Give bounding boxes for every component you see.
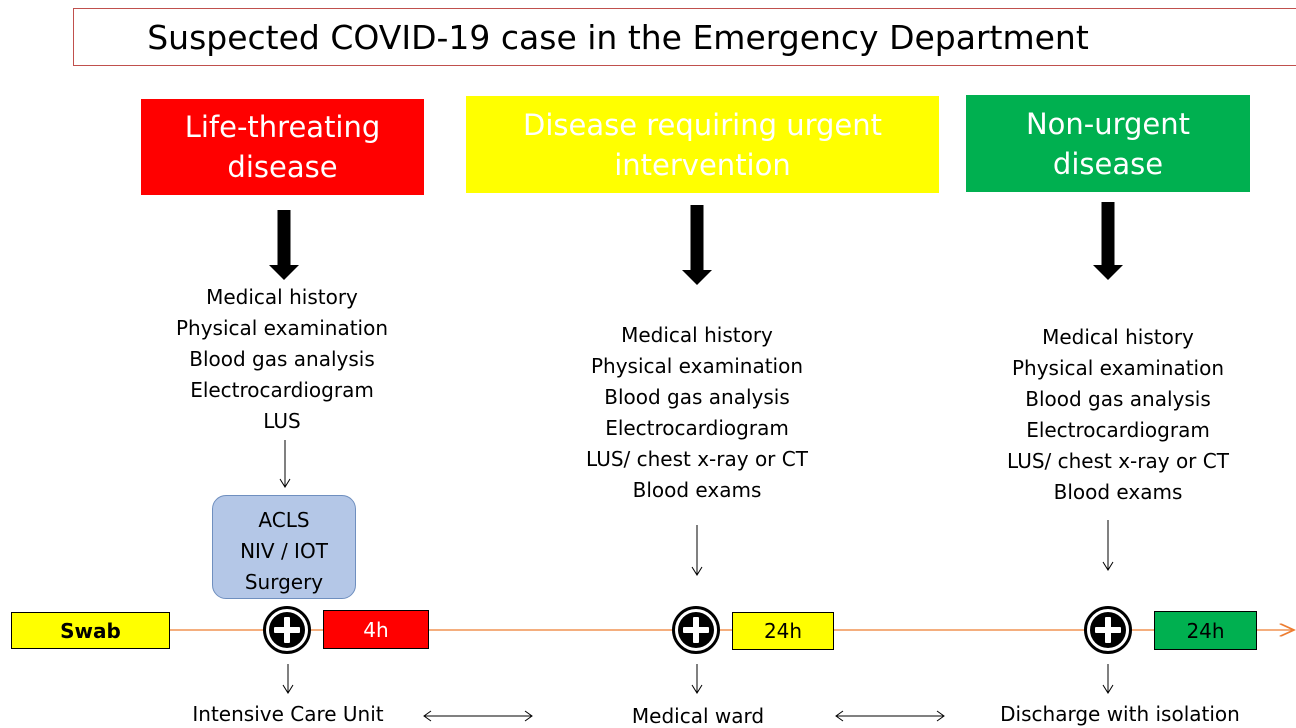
step-item: Physical examination <box>1011 356 1225 380</box>
category-life-threatening: Life-threating disease <box>141 99 424 195</box>
step-item: LUS/ chest x-ray or CT <box>586 447 808 471</box>
time-label: 4h <box>363 617 389 642</box>
step-item: Electrocardiogram <box>605 416 789 440</box>
step-item: Electrocardiogram <box>1026 418 1210 442</box>
thin-arrow-icon <box>1102 520 1114 571</box>
time-label: 24h <box>763 619 803 643</box>
action-item: ACLS <box>258 508 310 532</box>
step-item: Electrocardiogram <box>190 378 374 402</box>
thin-arrow-icon <box>282 664 294 694</box>
category-urgent-intervention: Disease requiring urgent intervention <box>466 96 939 193</box>
thin-arrow-icon <box>279 440 291 488</box>
step-item: Medical history <box>206 285 358 309</box>
outcome-discharge: Discharge with isolation <box>1000 702 1240 726</box>
arrow-down-icon <box>1093 202 1123 280</box>
time-box-24h-urgent: 24h <box>732 612 834 650</box>
steps-list-life-threatening: Medical history Physical examination Blo… <box>142 282 422 437</box>
step-item: Blood exams <box>1053 480 1183 504</box>
diagram-title: Suspected COVID-19 case in the Emergency… <box>147 17 1089 57</box>
swab-label: Swab <box>60 618 121 643</box>
outcome-medical-ward: Medical ward <box>631 704 765 728</box>
step-item: Medical history <box>1042 325 1194 349</box>
double-arrow-icon <box>835 710 945 722</box>
plus-circle-icon <box>1084 606 1132 654</box>
action-item: Surgery <box>244 570 324 594</box>
steps-list-urgent: Medical history Physical examination Blo… <box>547 320 847 506</box>
arrow-down-icon <box>269 210 299 280</box>
thin-arrow-icon <box>691 664 703 694</box>
outcome-icu: Intensive Care Unit <box>192 702 384 726</box>
step-item: Blood gas analysis <box>604 385 790 409</box>
step-item: Blood exams <box>632 478 762 502</box>
thin-arrow-icon <box>1102 664 1114 694</box>
category-non-urgent: Non-urgent disease <box>966 95 1250 192</box>
step-item: Physical examination <box>175 316 389 340</box>
time-box-4h: 4h <box>323 610 429 649</box>
time-label: 24h <box>1186 618 1225 643</box>
time-box-24h-non-urgent: 24h <box>1154 611 1257 650</box>
step-item: Medical history <box>621 323 773 347</box>
thin-arrow-icon <box>691 525 703 576</box>
actions-box: ACLS NIV / IOT Surgery <box>212 495 356 599</box>
step-item: Blood gas analysis <box>1025 387 1211 411</box>
step-item: LUS/ chest x-ray or CT <box>1007 449 1229 473</box>
plus-circle-icon <box>263 606 311 654</box>
step-item: Physical examination <box>590 354 804 378</box>
arrow-down-icon <box>682 205 712 285</box>
step-item: LUS <box>263 409 301 433</box>
steps-list-non-urgent: Medical history Physical examination Blo… <box>968 322 1268 508</box>
action-item: NIV / IOT <box>240 539 328 563</box>
step-item: Blood gas analysis <box>189 347 375 371</box>
plus-circle-icon <box>672 606 720 654</box>
diagram-title-box: Suspected COVID-19 case in the Emergency… <box>73 8 1296 66</box>
swab-box: Swab <box>11 612 170 649</box>
double-arrow-icon <box>423 710 533 722</box>
